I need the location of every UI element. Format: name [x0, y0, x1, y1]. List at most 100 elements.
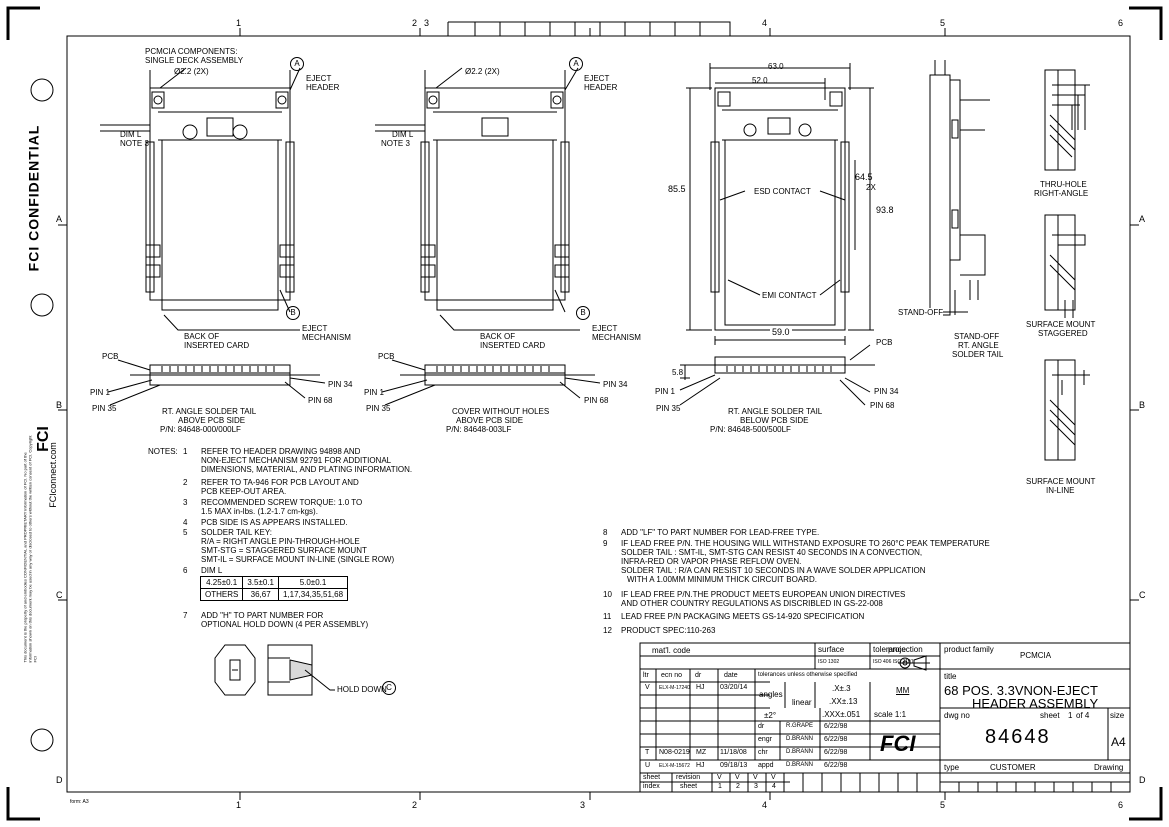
v3-dim-63: 63.0 — [768, 62, 784, 71]
tb-rev-row-dr: MZ — [696, 749, 707, 756]
v1-title-line2: SINGLE DECK ASSEMBLY — [145, 56, 244, 65]
legal-notice: This document is the property of and emb… — [22, 435, 38, 663]
zone-label-3: 3 — [424, 18, 430, 28]
tb-projection-label: projection — [888, 645, 923, 654]
diml-cell: 5.0±0.1 — [277, 576, 349, 589]
v1-caption1: RT. ANGLE SOLDER TAIL — [162, 407, 257, 416]
v5-stg-label2: STAGGERED — [1038, 329, 1088, 338]
tb-sign-role: chr — [758, 749, 768, 756]
diml-cell: 1,17,34,35,51,68 — [277, 588, 349, 601]
tb-product-family-label: product family — [944, 645, 994, 654]
tb-fci-logo: FCI — [880, 731, 916, 756]
zone-label-4: 4 — [762, 18, 768, 28]
tb-sheet-val: 1 — [1068, 711, 1073, 720]
tb-dwg-no: 84648 — [985, 726, 1051, 748]
v4-standoff-label: STAND-OFF — [898, 308, 944, 317]
holddown-callout-c: C — [382, 681, 396, 695]
v2-mech-label2: MECHANISM — [592, 333, 641, 342]
notes-heading: NOTES: — [148, 447, 178, 456]
v2-pin35-label: PIN 35 — [366, 404, 391, 413]
v3-dim-855: 85.5 — [668, 184, 686, 194]
v2-back-label1: BACK OF — [480, 332, 516, 341]
tb-sheet-label: sheet — [1040, 711, 1060, 720]
tb-tol-std: ISO 406 ISO 1101 — [873, 659, 914, 665]
tb-surface-label: surface — [818, 645, 845, 654]
v2-diml-label1: DIM L — [392, 130, 414, 139]
diml-cell: 3.5±0.1 — [242, 576, 279, 589]
tb-lin2: .XX±.13 — [829, 697, 858, 706]
zone-label-1-bottom: 1 — [236, 800, 242, 810]
v3-dim-58: 5.8 — [672, 368, 684, 377]
tb-sign-name: D.BRANN — [786, 762, 814, 768]
v2-callout-b: B — [576, 306, 590, 320]
tb-sign-date: 6/22/98 — [824, 723, 848, 730]
v1-callout-a: A — [290, 57, 304, 71]
v3-pin34-label: PIN 34 — [874, 387, 899, 396]
zone-label-b-right: B — [1139, 400, 1146, 410]
v3-dim-938: 93.8 — [876, 205, 894, 215]
v2-diml-label2: NOTE 3 — [381, 139, 410, 148]
tb-sheet-num: 3 — [754, 783, 758, 790]
tb-rev-row-ecn: N08-0219 — [659, 749, 690, 756]
tb-rev-row-date: 03/20/14 — [720, 684, 748, 691]
v3-dim-52: 52.0 — [752, 76, 768, 85]
v1-pcb-label: PCB — [102, 352, 119, 361]
zone-label-2-bottom: 2 — [412, 800, 418, 810]
v4-caption3: SOLDER TAIL — [952, 350, 1004, 359]
tb-surface-std: ISO 1302 — [818, 659, 840, 665]
tb-sign-name: R.GRAPE — [786, 723, 814, 729]
v2-hole-dim: Ø2.2 (2X) — [465, 67, 500, 76]
v3-dim-645: 64.5 — [855, 172, 873, 182]
v3-caption1: RT. ANGLE SOLDER TAIL — [728, 407, 823, 416]
tb-sign-date: 6/22/98 — [824, 736, 848, 743]
v1-pin1-label: PIN 1 — [90, 388, 111, 397]
tb-rev-row-dr: HJ — [696, 684, 705, 691]
tb-rev-row-date: 11/18/08 — [720, 749, 747, 756]
tb-size: A4 — [1111, 735, 1126, 749]
form-label: form: A3 — [70, 799, 89, 805]
tb-scale: scale 1:1 — [874, 710, 907, 719]
tb-title-line1: 68 POS. 3.3VNON-EJECT — [944, 683, 1098, 698]
v1-diml-label2: NOTE 3 — [120, 139, 149, 148]
zone-label-1: 1 — [236, 18, 242, 28]
v3-pin68-label: PIN 68 — [870, 401, 895, 410]
v2-pin1-label: PIN 1 — [364, 388, 385, 397]
v5-inl-label2: IN-LINE — [1046, 486, 1075, 495]
diml-table: 4.25±0.1 3.5±0.1 5.0±0.1 OTHERS 36,67 1,… — [199, 576, 349, 601]
tb-title-label: title — [944, 672, 957, 681]
v3-emi-label: EMI CONTACT — [762, 291, 817, 300]
zone-label-d: D — [56, 775, 63, 785]
v3-dim-2x: 2X — [866, 183, 876, 192]
tb-sheet-num: 4 — [772, 783, 776, 790]
v2-callout-a: A — [569, 57, 583, 71]
tb-sign-name: D.BRANN — [786, 736, 814, 742]
tb-rev-letter: V — [735, 774, 740, 781]
v1-pin34-label: PIN 34 — [328, 380, 353, 389]
v5-stg-label1: SURFACE MOUNT — [1026, 320, 1096, 329]
tb-sign-date: 6/22/98 — [824, 762, 848, 769]
v1-mech-label2: MECHANISM — [302, 333, 351, 342]
v5-inl-label1: SURFACE MOUNT — [1026, 477, 1096, 486]
tb-product-family: PCMCIA — [1020, 651, 1052, 660]
tb-sheet-index-label: sheet — [643, 774, 661, 781]
tb-rev-row-ltr: V — [645, 684, 650, 691]
zone-label-6: 6 — [1118, 18, 1124, 28]
tb-sign-role: engr — [758, 736, 773, 743]
tb-linear-label: linear — [792, 698, 812, 707]
v2-caption2: ABOVE PCB SIDE — [456, 416, 524, 425]
v3-pin35-label: PIN 35 — [656, 404, 681, 413]
tb-rev-ecn: ecn no — [661, 672, 683, 679]
v1-diml-label1: DIM L — [120, 130, 142, 139]
tb-rev-row-ltr: U — [645, 762, 651, 769]
tb-sign-date: 6/22/98 — [824, 749, 848, 756]
diml-cell: 36,67 — [242, 588, 279, 601]
v3-caption3: P/N: 84648-500/500LF — [710, 425, 791, 434]
zone-label-b: B — [56, 400, 63, 410]
v2-eject-label2: HEADER — [584, 83, 618, 92]
tb-type-label: type — [944, 763, 960, 772]
tb-type-val: CUSTOMER — [990, 763, 1036, 772]
tb-rev-letter: V — [753, 774, 758, 781]
zone-label-4-bottom: 4 — [762, 800, 768, 810]
v1-eject-label2: HEADER — [306, 83, 340, 92]
